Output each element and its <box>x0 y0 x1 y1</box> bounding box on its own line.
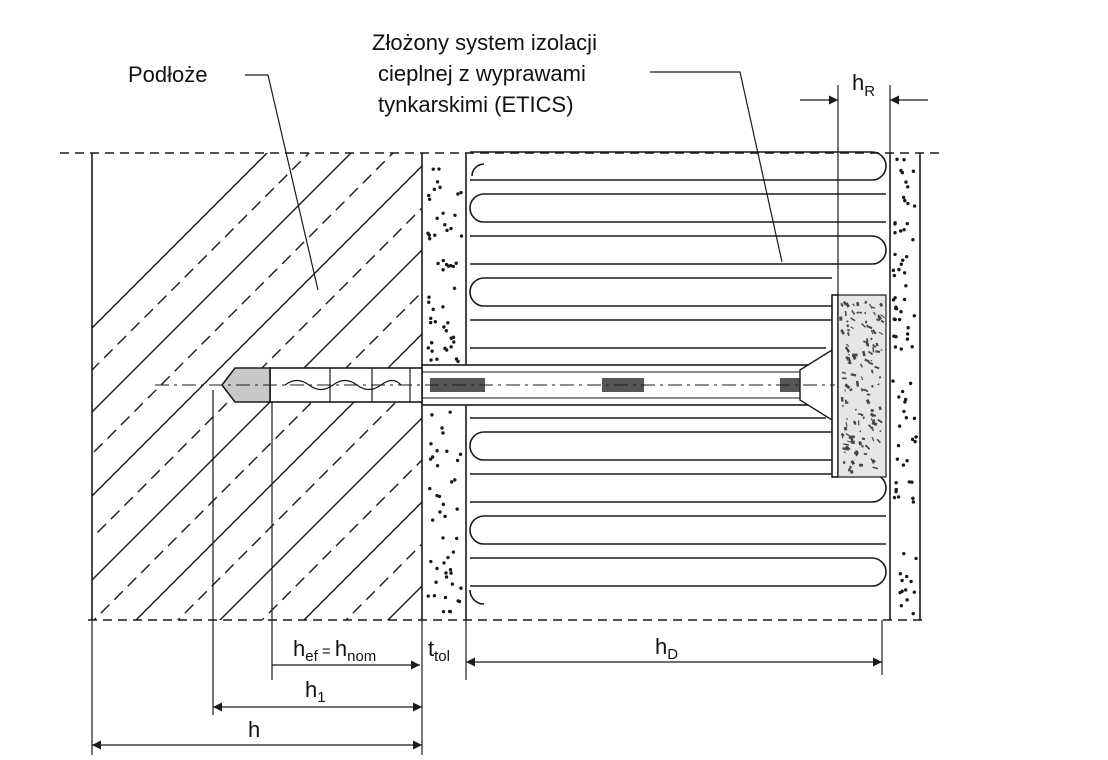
etics-label-line-2: cieplnej z wyprawami <box>378 61 586 86</box>
svg-text:hD: hD <box>655 634 678 663</box>
hef-main: h <box>293 636 305 661</box>
hR-sub: R <box>864 83 875 100</box>
hnom-main: h <box>335 636 347 661</box>
h-main: h <box>248 717 260 742</box>
h1-sub: 1 <box>317 689 325 706</box>
adhesive-layer <box>426 153 467 620</box>
ttol-sub: tol <box>434 648 450 665</box>
dimension-h: h <box>92 717 422 750</box>
hR-main: h <box>852 70 864 95</box>
hnom-sub: nom <box>347 648 376 665</box>
svg-text:hR: hR <box>852 70 875 100</box>
dimension-h1: h1 <box>213 677 422 712</box>
etics-label-line-3: tynkarskimi (ETICS) <box>378 92 574 117</box>
substrate-label: Podłoże <box>128 62 208 87</box>
insulation-layer <box>469 151 887 605</box>
svg-text:hef = hnom: hef = hnom <box>293 636 376 665</box>
hef-sub: ef <box>305 648 318 665</box>
hef-eq: = <box>318 643 335 660</box>
h1-main: h <box>305 677 317 702</box>
hD-sub: D <box>667 646 678 663</box>
anchor-plate <box>831 294 839 478</box>
hD-main: h <box>655 634 667 659</box>
etics-leader <box>650 71 783 263</box>
dimension-hef: hef = hnom <box>272 636 420 670</box>
dimension-hD: hD <box>466 634 882 667</box>
etics-label-line-1: Złożony system izolacji <box>372 30 597 55</box>
render-layer <box>889 153 921 620</box>
substrate-leader <box>245 74 319 291</box>
extension-lines <box>91 85 891 755</box>
dimension-hR: hR <box>800 70 928 105</box>
ttol-main: t <box>428 636 434 661</box>
anchor <box>220 294 887 478</box>
svg-text:ttol: ttol <box>428 636 450 665</box>
svg-text:h1: h1 <box>305 677 326 706</box>
dimension-ttol: ttol <box>428 636 450 665</box>
